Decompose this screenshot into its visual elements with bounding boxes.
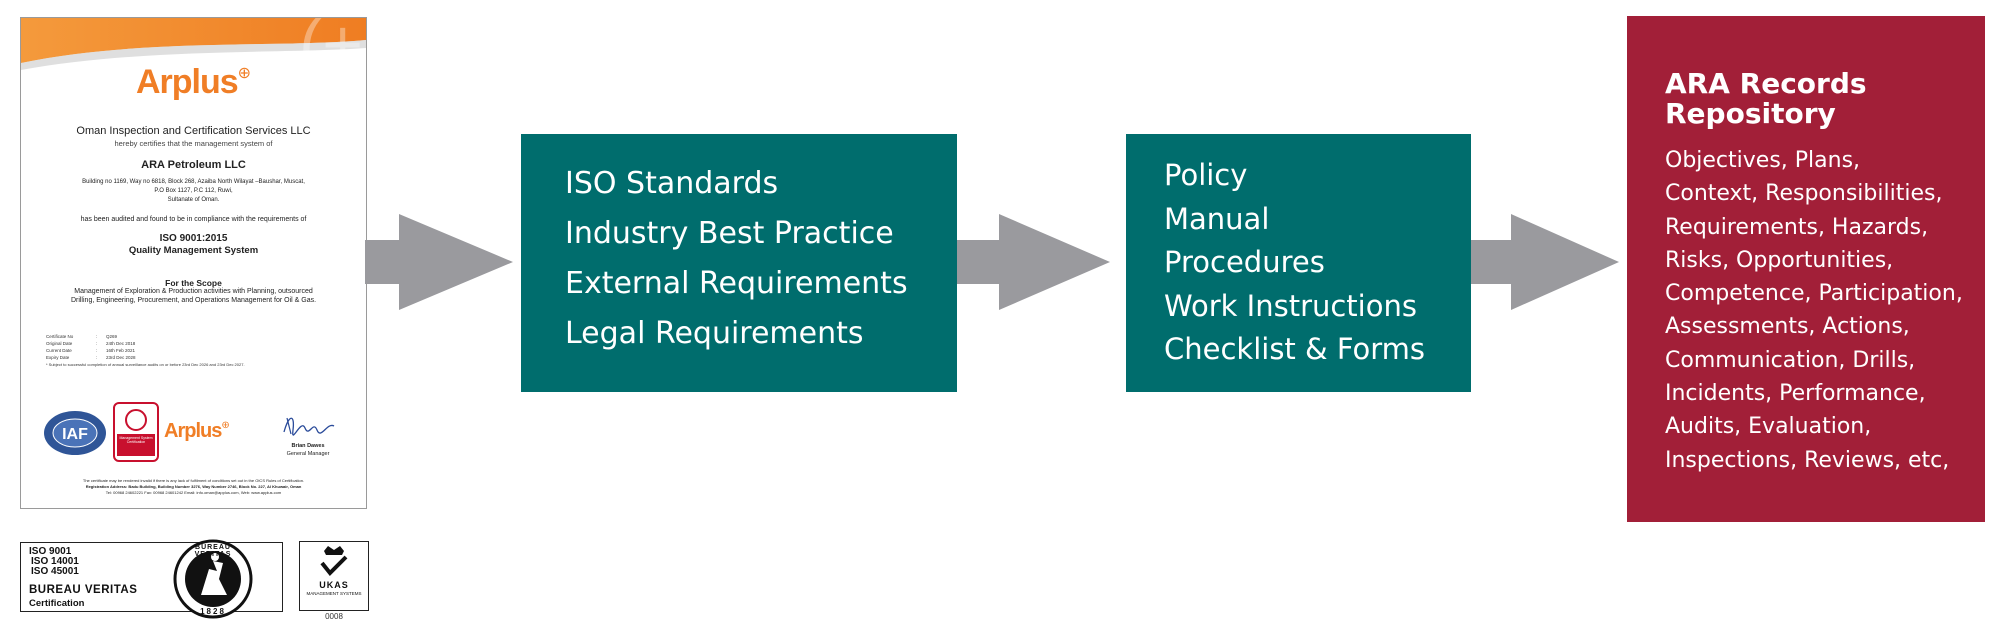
applus-logo: Arplus⊕: [135, 63, 252, 101]
box1-item: ISO Standards: [565, 166, 779, 201]
bureau-veritas-logo: ISO 9001 ISO 14001 ISO 45001 BUREAU VERI…: [20, 539, 283, 619]
detail-label: Current Date: [46, 348, 72, 353]
certificate-details-note: * Subject to successful completion of an…: [46, 362, 245, 367]
bv-iso-line: ISO 45001: [31, 566, 79, 577]
signatory-title: General Manager: [286, 451, 330, 457]
detail-label: Expiry Date: [46, 355, 70, 360]
bv-name: BUREAU VERITAS: [29, 584, 138, 596]
ukas-subtitle: MANAGEMENT SYSTEMS: [306, 591, 362, 596]
certificate-footer-3: Tel: 00968 24602221 Fax: 00968 24601242 …: [105, 490, 282, 495]
box1-item: Legal Requirements: [565, 316, 864, 351]
box2-item: Manual: [1164, 202, 1270, 236]
bv-seal-year: 1828: [200, 607, 226, 616]
repository-line: Inspections, Reviews, etc,: [1665, 447, 1950, 473]
repository-list: Objectives, Plans, Context, Responsibili…: [1665, 144, 1963, 477]
box2-item: Work Instructions: [1164, 289, 1417, 323]
box1-item: External Requirements: [565, 266, 908, 301]
box2-item: Procedures: [1164, 245, 1325, 279]
bv-seal-ring: BUREAU VERITAS: [194, 544, 232, 558]
certificate-header-band: (+: [21, 18, 366, 78]
certificate-detail-row: Certificate No:Q269: [46, 334, 118, 339]
certificate-address-3: Sultanate of Oman.: [167, 197, 220, 203]
certificate-address-2: P.O Box 1127, P.C 112, Ruwi,: [154, 188, 233, 194]
certificate-footer-2: Registration Address: Badu Building, Bui…: [85, 484, 302, 489]
repository-line: Risks, Opportunities,: [1665, 247, 1894, 273]
svg-text:IAF: IAF: [62, 426, 88, 443]
arrow-3-icon: [1471, 214, 1619, 310]
svg-text:(+: (+: [299, 18, 363, 78]
certificate-standard: ISO 9001:2015: [159, 233, 228, 244]
detail-value: 23rd Dec 2028: [106, 355, 136, 360]
certificate-image: (+ Arplus⊕ Oman Inspection and Certifica…: [20, 17, 367, 509]
certificate-detail-row: Original Date:24th Dec 2018: [46, 341, 136, 346]
certificate-detail-row: Current Date:16th Feb 2021: [46, 348, 136, 353]
certificate-scope-heading: For the Scope: [165, 278, 222, 288]
bv-subtitle: Certification: [29, 598, 85, 609]
certificate-footer-1: The certificate may be rendered invalid …: [82, 478, 305, 483]
detail-value: 16th Feb 2021: [106, 348, 136, 353]
documentation-box: Policy Manual Procedures Work Instructio…: [1126, 134, 1471, 392]
bv-iso-list: ISO 9001 ISO 14001 ISO 45001: [29, 547, 79, 577]
detail-label: Certificate No: [46, 334, 74, 339]
bureau-veritas-seal-icon: [173, 539, 253, 619]
certificate-detail-row: Expiry Date:23rd Dec 2028: [46, 355, 136, 360]
repository-line: Context, Responsibilities,: [1665, 181, 1943, 207]
bv-iso-line: ISO 9001: [29, 546, 72, 557]
repository-line: Communication, Drills,: [1665, 347, 1916, 373]
detail-label: Original Date: [46, 341, 73, 346]
certificate-system: Quality Management System: [128, 245, 259, 256]
certificate-certifies-line: hereby certifies that the management sys…: [114, 139, 273, 148]
certificate-details: Certificate No:Q269 Original Date:24th D…: [46, 333, 266, 368]
certificate-address-1: Building no 1169, Way no 6818, Block 268…: [82, 179, 305, 185]
signature-image: [283, 417, 335, 436]
iaf-logo: IAF: [44, 411, 106, 455]
applus-logo-small: Arplus⊕: [164, 420, 230, 442]
ukas-logo: UKAS MANAGEMENT SYSTEMS: [299, 541, 369, 611]
accreditation-text: Management System Certification: [119, 436, 153, 444]
repository-line: Objectives, Plans,: [1665, 148, 1861, 173]
requirements-sources-box: ISO Standards Industry Best Practice Ext…: [521, 134, 957, 392]
certificate-scope-2: Drilling, Engineering, Procurement, and …: [70, 297, 317, 304]
detail-value: 24th Dec 2018: [106, 341, 136, 346]
detail-value: Q269: [106, 334, 118, 339]
repository-title-line2: Repository: [1665, 97, 1836, 130]
ukas-name: UKAS: [319, 580, 349, 590]
accreditation-logo: [113, 402, 159, 462]
ukas-number: 0008: [325, 612, 343, 621]
certificate-company: ARA Petroleum LLC: [141, 159, 246, 171]
repository-line: Requirements, Hazards,: [1665, 214, 1929, 240]
repository-line: Audits, Evaluation,: [1665, 414, 1872, 440]
certificate-compliance-line: has been audited and found to be in comp…: [80, 216, 307, 223]
box2-item: Checklist & Forms: [1164, 332, 1426, 366]
repository-line: Incidents, Performance,: [1665, 381, 1926, 407]
certificate-issuer: Oman Inspection and Certification Servic…: [76, 125, 311, 137]
repository-title-line1: ARA Records: [1665, 67, 1867, 100]
arrow-2-icon: [957, 214, 1110, 310]
repository-line: Competence, Participation,: [1665, 281, 1963, 307]
arrow-1-icon: [365, 214, 513, 310]
box2-item: Policy: [1164, 158, 1248, 192]
records-repository-box: ARA Records Repository Objectives, Plans…: [1627, 16, 1985, 522]
certificate-scope-1: Management of Exploration & Production a…: [74, 288, 313, 295]
crown-tick-icon: [320, 546, 348, 576]
bv-iso-line: ISO 14001: [31, 556, 79, 567]
signatory-name: Brian Dawes: [291, 443, 325, 449]
repository-line: Assessments, Actions,: [1665, 314, 1910, 340]
box1-item: Industry Best Practice: [565, 216, 894, 251]
